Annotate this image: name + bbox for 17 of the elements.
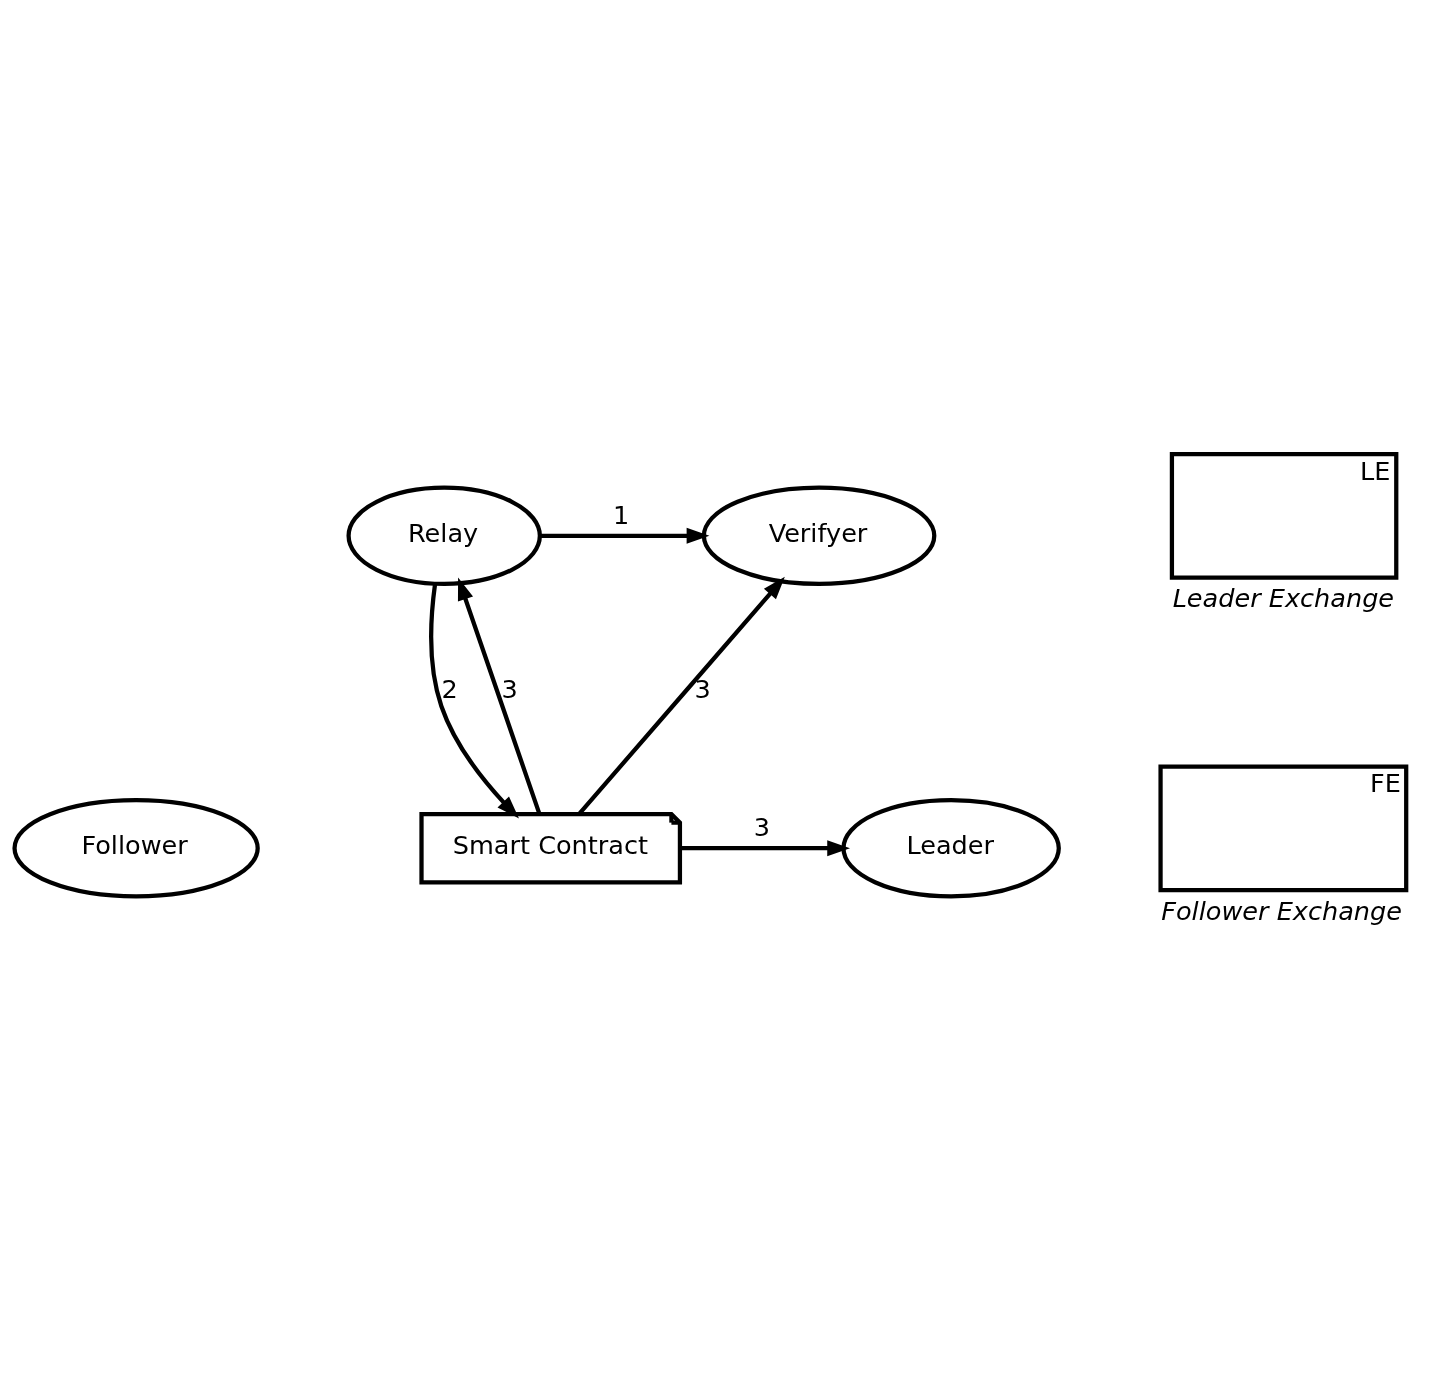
- edge-label: 2: [441, 674, 458, 705]
- node-label: Follower Exchange: [1161, 895, 1402, 926]
- node-ellipse: Verifyer: [701, 485, 937, 587]
- edge-label: 3: [753, 811, 770, 842]
- node-ellipse: Follower: [12, 797, 260, 899]
- node-label: Leader Exchange: [1172, 583, 1395, 614]
- arrow: [429, 583, 519, 819]
- arrow: [457, 577, 542, 815]
- edge-label: 1: [613, 499, 630, 530]
- node-box: LE: [1169, 452, 1399, 580]
- edge-label: 3: [501, 674, 518, 705]
- node-ellipse: Relay: [346, 485, 542, 587]
- edge-label: 3: [694, 674, 711, 705]
- node-box: FE: [1158, 764, 1409, 893]
- arrow: [539, 527, 710, 544]
- arrow: [680, 840, 850, 857]
- node-ellipse: Leader: [841, 797, 1061, 899]
